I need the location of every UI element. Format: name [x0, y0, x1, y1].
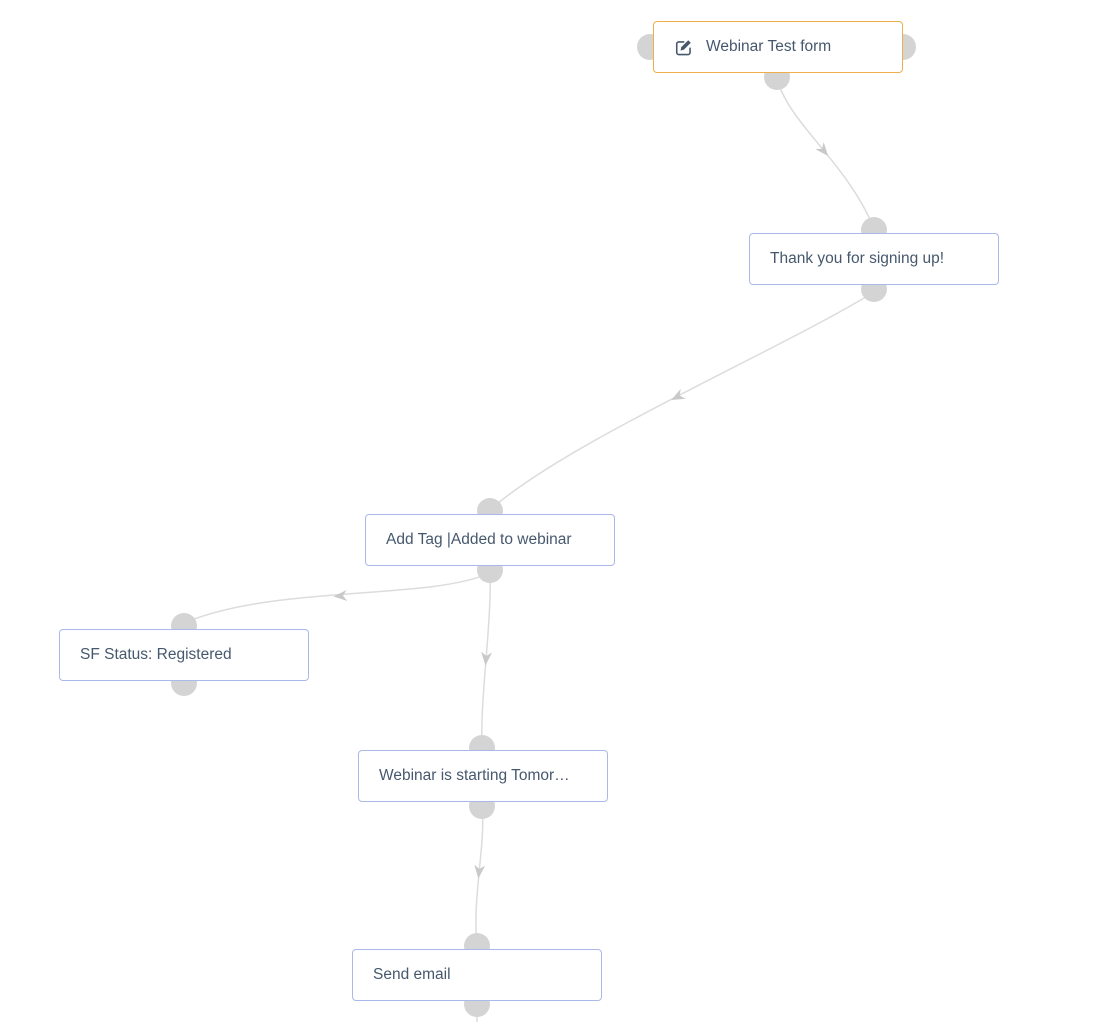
- node-thank-you-email[interactable]: Thank you for signing up!: [749, 233, 999, 285]
- edit-icon: [674, 38, 693, 57]
- node-webinar-test-form[interactable]: Webinar Test form: [653, 21, 903, 73]
- edges: [188, 78, 875, 1022]
- connector-thankyou-to-addtag: [490, 291, 875, 510]
- arrowhead-addtag-to-sfstatus: [333, 590, 348, 601]
- arrowhead-addtag-to-reminder: [481, 651, 493, 666]
- node-label: SF Status: Registered: [80, 645, 232, 663]
- node-label: Webinar Test form: [706, 37, 832, 55]
- node-webinar-reminder[interactable]: Webinar is starting Tomor…: [358, 750, 608, 802]
- node-label: Webinar is starting Tomor…: [379, 766, 570, 784]
- connector-addtag-to-sfstatus: [188, 572, 491, 622]
- arrowhead-thankyou-to-addtag: [671, 388, 686, 400]
- arrowhead-reminder-to-sendemail: [474, 864, 486, 879]
- node-label: Thank you for signing up!: [770, 249, 945, 267]
- node-sf-status[interactable]: SF Status: Registered: [59, 629, 309, 681]
- arrowhead-form-to-thankyou: [815, 142, 829, 156]
- node-label: Add Tag |Added to webinar: [386, 530, 572, 548]
- node-label: Send email: [373, 965, 451, 983]
- node-add-tag[interactable]: Add Tag |Added to webinar: [365, 514, 615, 566]
- node-send-email[interactable]: Send email: [352, 949, 602, 1001]
- connector-form-to-thankyou: [776, 78, 875, 229]
